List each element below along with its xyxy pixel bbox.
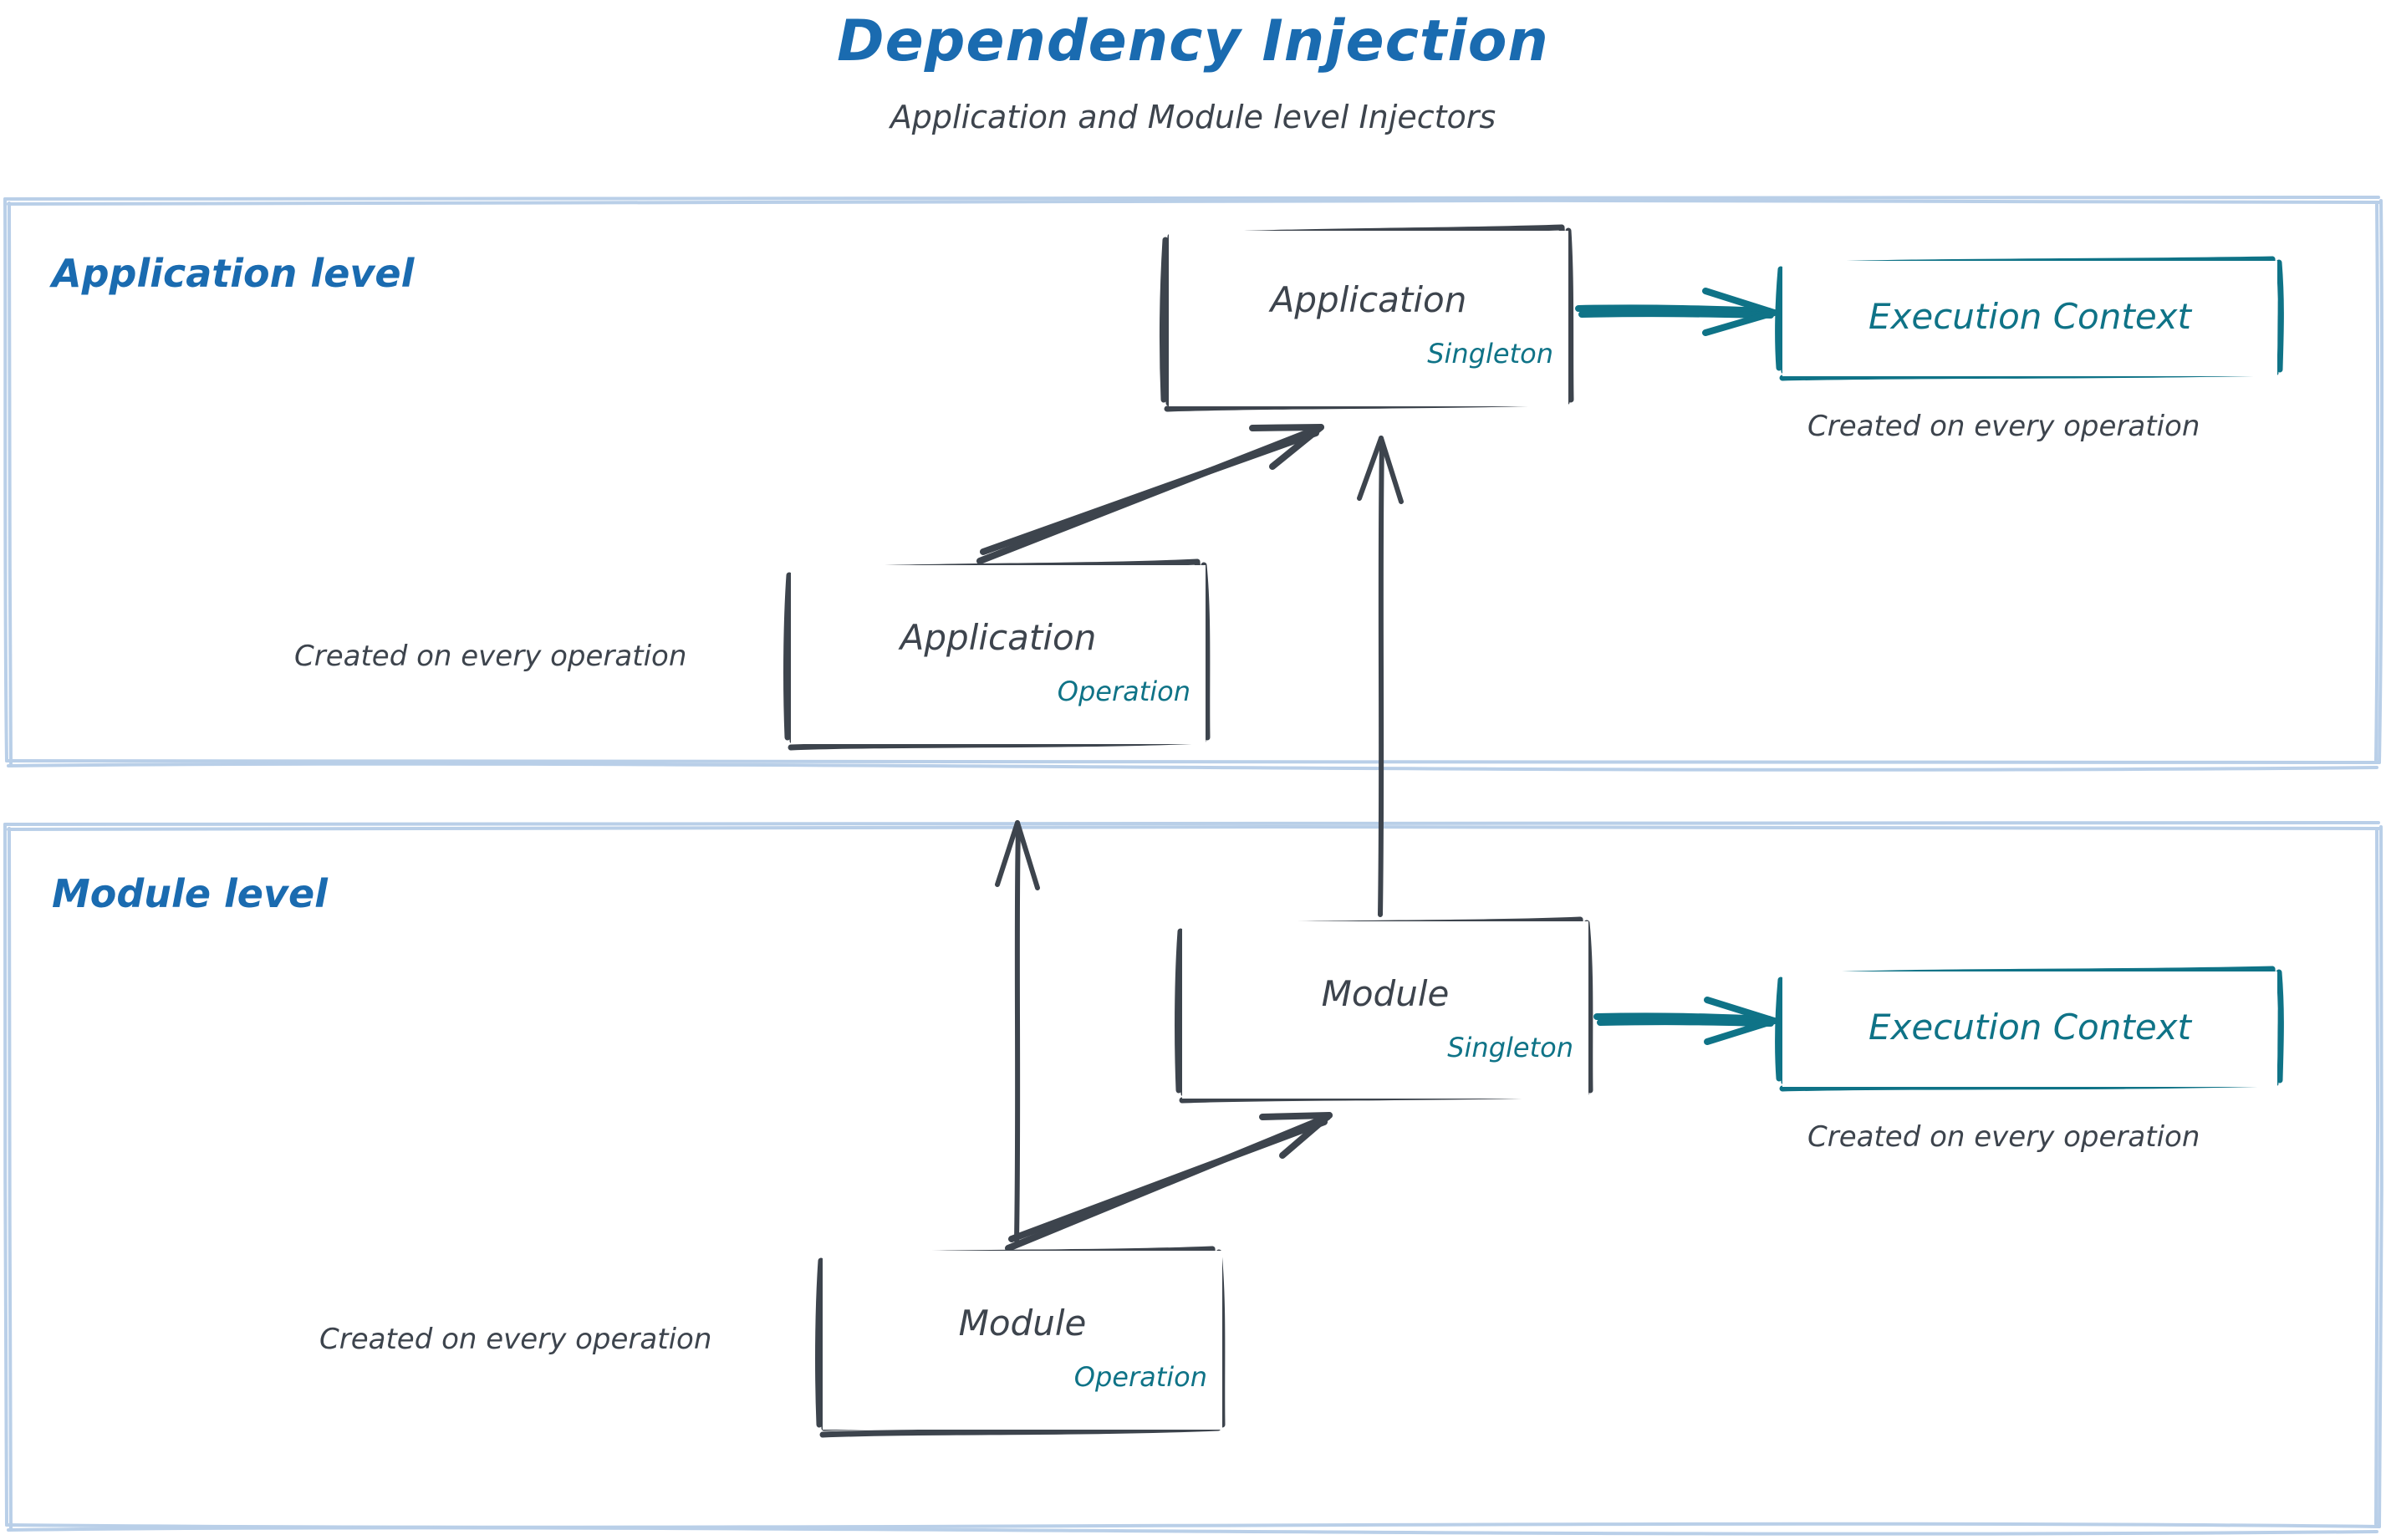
caption-application-execution-context: Created on every operation bbox=[1807, 410, 2200, 443]
node-application-execution-context[interactable]: Execution Context bbox=[1782, 261, 2277, 376]
caption-module-operation: Created on every operation bbox=[319, 1323, 712, 1356]
node-module-operation[interactable]: Module Operation bbox=[823, 1251, 1222, 1430]
node-application-execution-context-title: Execution Context bbox=[1868, 296, 2192, 337]
page-subtitle: Application and Module level Injectors bbox=[890, 99, 1496, 135]
page-title: Dependency Injection bbox=[837, 8, 1549, 74]
edge-app-singleton-to-exec-context bbox=[1575, 288, 1777, 336]
edge-module-singleton-to-exec-context bbox=[1593, 997, 1777, 1045]
node-application-operation-tag: Operation bbox=[1057, 676, 1190, 707]
edge-module-operation-to-module-singleton bbox=[1005, 1112, 1333, 1252]
caption-application-operation: Created on every operation bbox=[294, 640, 687, 673]
node-application-singleton-tag: Singleton bbox=[1427, 338, 1553, 370]
node-module-singleton[interactable]: Module Singleton bbox=[1182, 921, 1588, 1099]
node-module-operation-tag: Operation bbox=[1073, 1361, 1207, 1393]
node-application-singleton-title: Application bbox=[1270, 279, 1467, 320]
level-label-module: Module level bbox=[52, 871, 328, 916]
edge-module-singleton-to-app-singleton bbox=[1357, 436, 1404, 917]
node-module-singleton-tag: Singleton bbox=[1447, 1032, 1573, 1063]
level-label-application: Application level bbox=[52, 251, 415, 296]
edge-app-operation-to-app-singleton bbox=[976, 424, 1324, 564]
node-module-execution-context-title: Execution Context bbox=[1868, 1007, 2192, 1048]
node-application-singleton[interactable]: Application Singleton bbox=[1169, 231, 1568, 406]
node-module-singleton-title: Module bbox=[1321, 973, 1450, 1014]
node-module-operation-title: Module bbox=[958, 1303, 1087, 1344]
caption-module-execution-context: Created on every operation bbox=[1807, 1120, 2200, 1154]
node-application-operation[interactable]: Application Operation bbox=[791, 565, 1206, 744]
node-application-operation-title: Application bbox=[900, 617, 1097, 658]
edge-module-operation-to-app-operation bbox=[995, 820, 1040, 1243]
node-module-execution-context[interactable]: Execution Context bbox=[1782, 971, 2277, 1087]
